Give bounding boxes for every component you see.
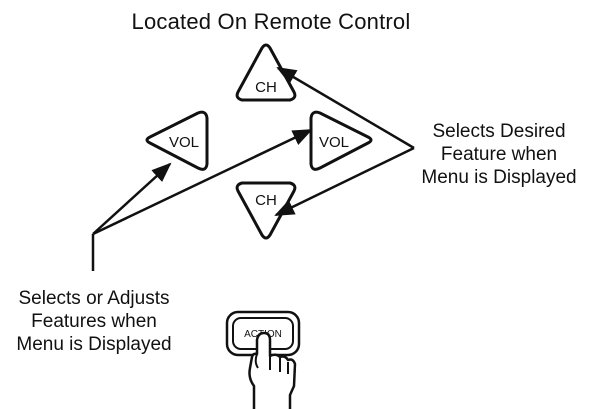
vol-left-label: VOL	[169, 134, 199, 151]
right-callout-arrows	[274, 66, 415, 217]
vol-right-button: VOL	[309, 110, 373, 171]
ch-up-button: CH	[235, 43, 297, 102]
callout-left-line-2: Features when	[31, 311, 157, 332]
ch-down-button: CH	[235, 181, 297, 240]
vol-left-button: VOL	[145, 110, 209, 171]
callout-left-line-1: Selects or Adjusts	[18, 288, 170, 309]
callout-right-line-1: Selects Desired	[432, 121, 566, 142]
callout-select-feature: Selects Desired Feature when Menu is Dis…	[407, 120, 591, 189]
callout-left-line-3: Menu is Displayed	[16, 334, 172, 355]
left-callout-arrows	[91, 128, 313, 271]
ch-down-label: CH	[255, 192, 277, 209]
hand-pointer-icon	[248, 331, 297, 409]
vol-right-label: VOL	[319, 134, 349, 151]
diagram-title: Located On Remote Control	[131, 9, 411, 34]
callout-adjust-feature: Selects or Adjusts Features when Menu is…	[0, 287, 188, 356]
ch-up-label: CH	[255, 79, 277, 96]
callout-right-line-2: Feature when	[440, 144, 558, 165]
callout-right-line-3: Menu is Displayed	[421, 167, 577, 188]
